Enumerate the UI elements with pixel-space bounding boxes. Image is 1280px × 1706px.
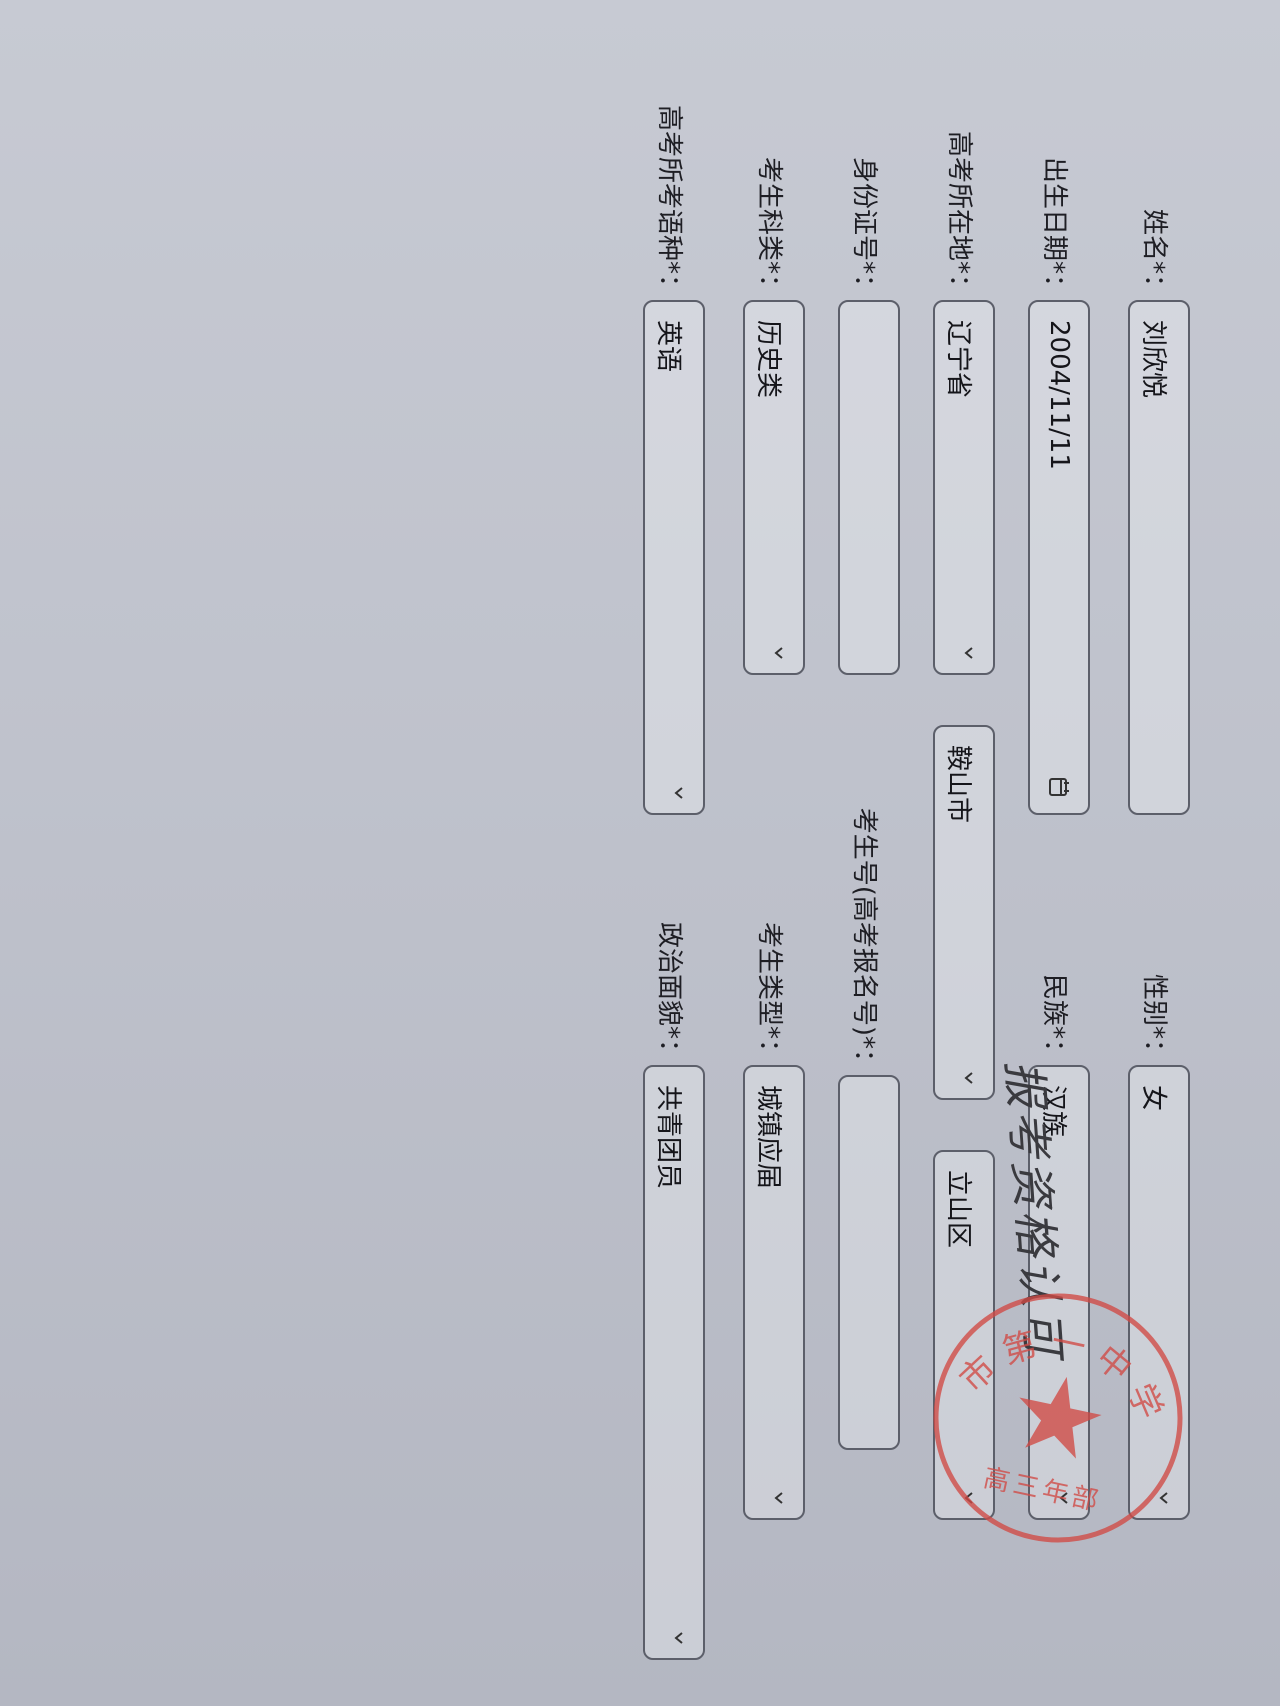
birthdate-value: 2004/11/11 (1044, 320, 1074, 470)
label-name: 姓名*： (1139, 208, 1169, 300)
province-value: 辽宁省 (943, 320, 973, 399)
chevron-down-icon (774, 1492, 783, 1504)
candidate-type-select[interactable]: 城镇应届 (743, 1065, 805, 1520)
label-exam-language: 高考所考语种*： (654, 104, 684, 300)
exam-language-value: 英语 (653, 320, 683, 373)
chevron-down-icon (1159, 1492, 1168, 1504)
exam-language-select[interactable]: 英语 (643, 300, 705, 815)
city-select[interactable]: 鞍山市 (933, 725, 995, 1100)
label-exam-number: 考生号(高考报名号)*： (849, 807, 879, 1075)
chevron-down-icon (964, 647, 973, 659)
label-political-status: 政治面貌*： (654, 921, 684, 1065)
political-status-select[interactable]: 共青团员 (643, 1065, 705, 1660)
gender-value: 女 (1138, 1085, 1168, 1112)
chevron-down-icon (674, 1632, 683, 1644)
province-select[interactable]: 辽宁省 (933, 300, 995, 675)
seal-star-icon (1019, 1376, 1102, 1459)
candidate-type-value: 城镇应届 (753, 1085, 783, 1190)
chevron-down-icon (1059, 1492, 1068, 1504)
label-exam-location: 高考所在地*： (944, 130, 974, 300)
id-number-input[interactable] (838, 300, 900, 675)
official-seal: 市第一中学 高三年部 (933, 1293, 1188, 1543)
district-value: 立山区 (943, 1170, 973, 1249)
city-value: 鞍山市 (943, 745, 973, 824)
birthdate-input[interactable]: 2004/11/11 (1028, 300, 1090, 815)
name-input[interactable]: 刘欣悦 (1128, 300, 1190, 815)
label-birthdate: 出生日期*： (1039, 156, 1069, 300)
chevron-down-icon (964, 1072, 973, 1084)
chevron-down-icon (774, 647, 783, 659)
name-value: 刘欣悦 (1138, 320, 1168, 399)
subject-category-select[interactable]: 历史类 (743, 300, 805, 675)
label-candidate-type: 考生类型*： (754, 921, 784, 1065)
calendar-icon[interactable] (1048, 777, 1070, 797)
label-gender: 性别*： (1139, 973, 1169, 1065)
exam-number-input[interactable] (838, 1075, 900, 1450)
label-subject-category: 考生科类*： (754, 156, 784, 300)
political-status-value: 共青团员 (653, 1085, 683, 1190)
seal-inner-text: 高三年部 (981, 1463, 1105, 1517)
gender-select[interactable]: 女 (1128, 1065, 1190, 1520)
subject-category-value: 历史类 (753, 320, 783, 399)
chevron-down-icon (674, 787, 683, 799)
label-ethnicity: 民族*： (1039, 973, 1069, 1065)
label-id-number: 身份证号*： (849, 156, 879, 300)
ethnicity-select[interactable]: 汉族 (1028, 1065, 1090, 1520)
